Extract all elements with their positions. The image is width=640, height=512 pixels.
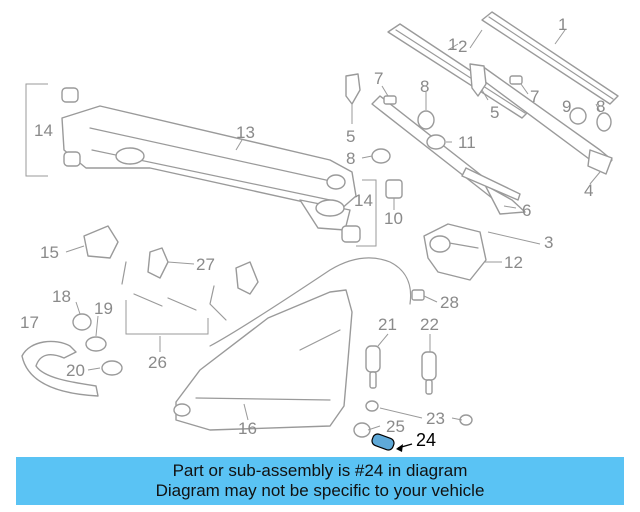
washer-pump-22 — [421, 351, 437, 395]
callout-1: 1 — [558, 15, 567, 34]
filler-neck-17 — [21, 340, 99, 397]
grommet-23a — [365, 400, 379, 412]
washer-pump-21 — [365, 345, 381, 389]
cap-18 — [72, 313, 92, 331]
callout-14a: 14 — [34, 121, 53, 140]
wiper-deflector — [461, 167, 521, 201]
grommet-25 — [353, 422, 371, 438]
cap-7b — [509, 75, 523, 85]
clip-5a — [345, 73, 361, 105]
nut-8c — [596, 112, 612, 132]
callout-2: 2 — [458, 37, 467, 56]
callout-19: 19 — [94, 299, 113, 318]
callout-8a: 8 — [420, 77, 429, 96]
banner-line-2: Diagram may not be specific to your vehi… — [155, 481, 485, 500]
parts-diagram: 1 1 2 7 7 8 8 8 5 5 9 11 14 14 13 4 10 6… — [20, 11, 619, 452]
callout-21: 21 — [378, 315, 397, 334]
nut-8a — [417, 110, 435, 130]
nut-8b — [371, 148, 391, 164]
wiper-blade-right — [481, 11, 619, 105]
callout-4: 4 — [584, 181, 593, 200]
callout-16: 16 — [238, 419, 257, 438]
grommet-10 — [385, 179, 403, 199]
callout-8b: 8 — [346, 149, 355, 168]
callout-20: 20 — [66, 361, 85, 380]
banner-line-1: Part or sub-assembly is #24 in diagram — [172, 461, 468, 480]
callout-28: 28 — [440, 293, 459, 312]
callout-6: 6 — [522, 201, 531, 220]
bushing-14-right — [326, 174, 361, 243]
callout-12: 12 — [504, 253, 523, 272]
callout-24: 24 — [416, 430, 436, 450]
info-banner: Part or sub-assembly is #24 in diagram D… — [16, 457, 624, 505]
callout-5a: 5 — [346, 127, 355, 146]
callout-11: 11 — [458, 133, 476, 152]
grommet-19 — [85, 336, 107, 352]
cap-9 — [569, 107, 587, 125]
cap-11 — [426, 134, 446, 150]
callout-3: 3 — [544, 233, 553, 252]
callout-10: 10 — [384, 209, 403, 228]
connector-28 — [411, 289, 425, 301]
callout-14b: 14 — [354, 191, 373, 210]
washer-hose — [209, 257, 412, 347]
callout-7b: 7 — [530, 87, 539, 106]
callout-18: 18 — [52, 287, 71, 306]
callout-7a: 7 — [374, 69, 383, 88]
callout-15: 15 — [40, 243, 59, 262]
wiper-motor — [423, 223, 487, 281]
bushing-14-left — [61, 87, 81, 167]
frame-13-box — [25, 83, 48, 177]
bracket-15 — [83, 225, 119, 259]
callout-1b: 1 — [448, 35, 457, 54]
callout-25: 25 — [386, 417, 405, 436]
part-24-highlighted[interactable] — [371, 433, 413, 452]
washer-reservoir — [173, 289, 353, 431]
cap-20 — [101, 360, 123, 376]
wiper-linkage-frame — [61, 105, 357, 231]
washer-jets — [121, 247, 259, 321]
callout-5b: 5 — [490, 103, 499, 122]
callout-22: 22 — [420, 315, 439, 334]
hose-springs — [133, 293, 197, 311]
cap-7a — [383, 95, 397, 105]
callout-17: 17 — [20, 313, 39, 332]
callout-23: 23 — [426, 409, 445, 428]
callout-27: 27 — [196, 255, 215, 274]
callout-26: 26 — [148, 353, 167, 372]
callout-9: 9 — [562, 97, 571, 116]
callout-13: 13 — [236, 123, 255, 142]
callout-8c: 8 — [596, 97, 605, 116]
